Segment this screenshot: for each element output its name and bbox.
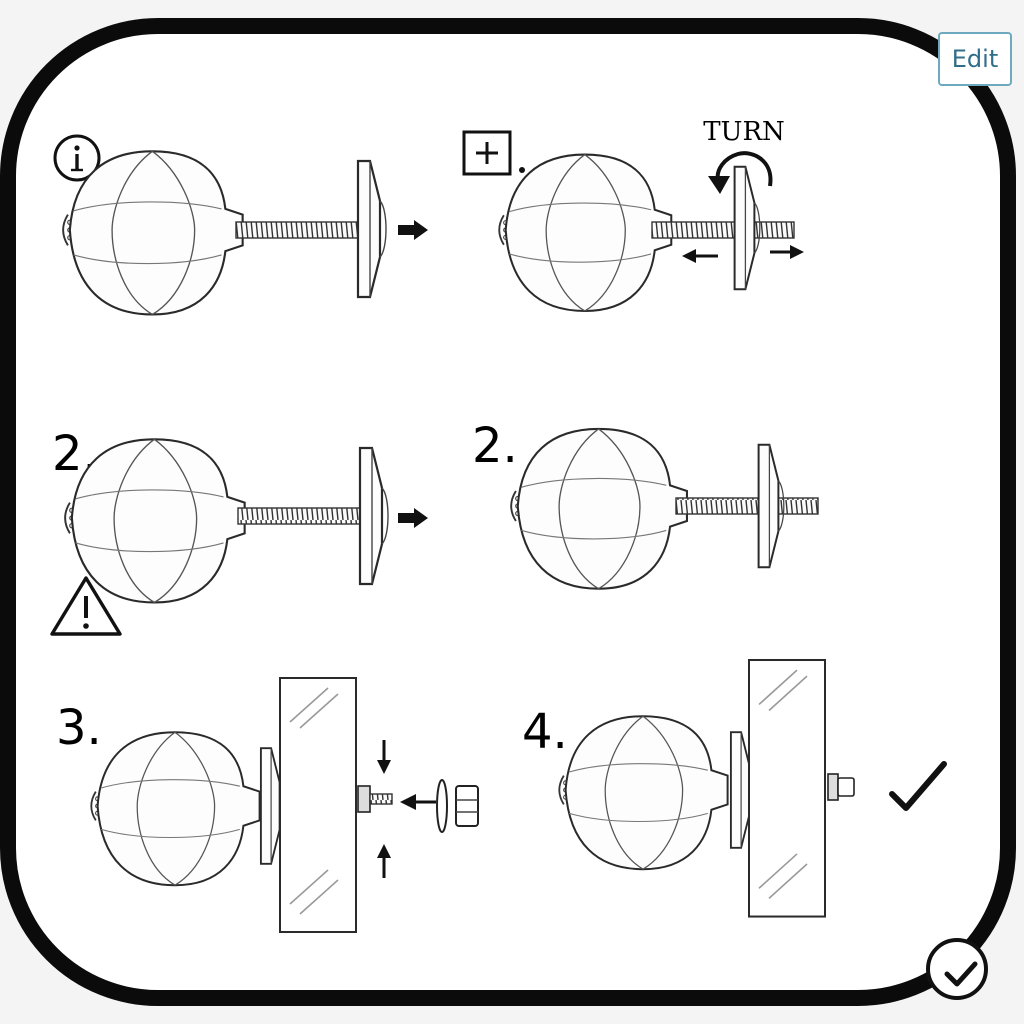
rotate-arrow-icon <box>708 151 773 194</box>
arrow-down-icon <box>377 740 391 774</box>
step-label-4: 4. <box>522 704 568 760</box>
glass-panel <box>279 677 357 933</box>
threaded-rod <box>237 507 361 525</box>
done-circle-check-icon <box>944 961 978 987</box>
nut-installed <box>827 773 855 801</box>
arrow-left-icon <box>400 794 436 810</box>
turn-label: TURN <box>703 117 785 147</box>
glass-panel <box>747 658 827 918</box>
step-1-right: TURN <box>462 117 804 312</box>
threaded-rod <box>235 221 361 239</box>
step-2-left: 2. <box>50 426 428 636</box>
arrow-right-icon <box>398 508 428 528</box>
warning-icon <box>50 576 122 636</box>
plus-box-icon <box>462 130 525 176</box>
bolt-end <box>357 785 393 813</box>
step-label-3: 3. <box>56 700 102 756</box>
threaded-rod <box>675 497 819 515</box>
threaded-rod <box>651 221 795 239</box>
step-4: 4. <box>522 658 947 918</box>
step-2-right: 2. <box>472 418 819 590</box>
arrow-left-icon <box>682 249 718 263</box>
step-label-2b: 2. <box>472 418 518 474</box>
arrow-right-icon <box>398 220 428 240</box>
step-3: 3. <box>56 677 479 933</box>
arrow-up-icon <box>377 844 391 878</box>
arrow-right-icon <box>770 245 804 259</box>
edit-button[interactable]: Edit <box>938 32 1012 86</box>
washer <box>436 779 448 833</box>
checkmark-icon <box>889 761 947 811</box>
done-button[interactable] <box>926 938 988 1000</box>
nut <box>455 785 479 827</box>
step-1-left <box>53 134 428 316</box>
